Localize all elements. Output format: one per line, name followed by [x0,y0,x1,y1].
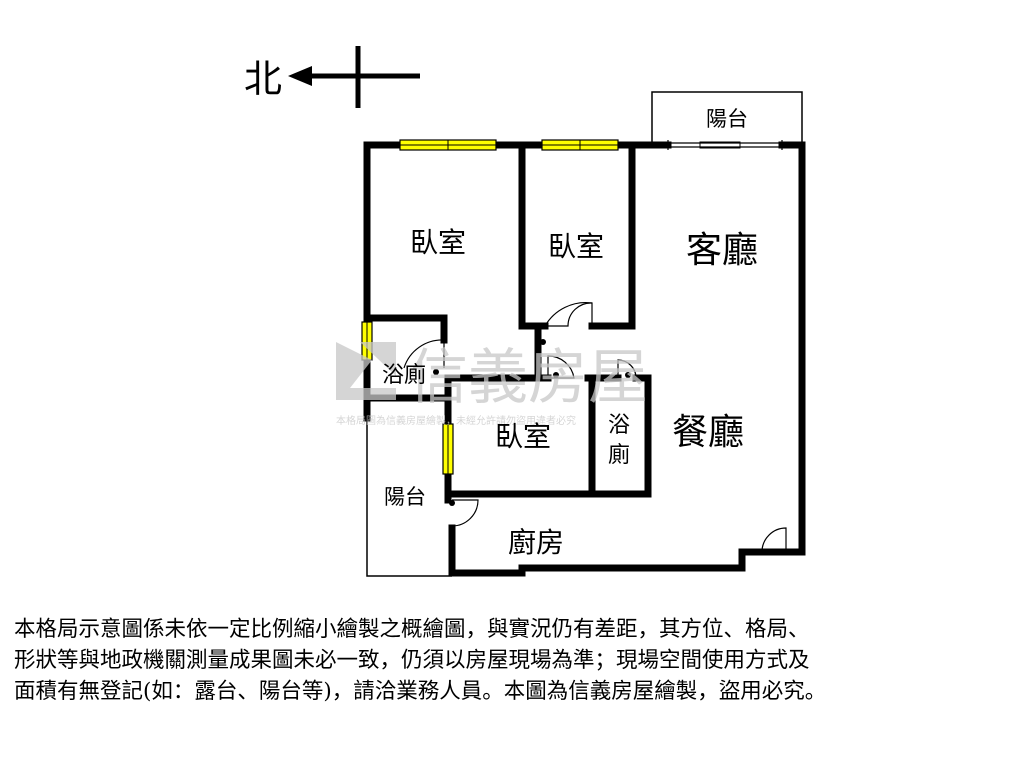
disclaimer-line-1: 本格局示意圖係未依一定比例縮小繪製之概繪圖，與實況仍有差距，其方位、格局、 [14,617,810,642]
watermark-small: 本格局圖為信義房屋繪製，未經允許請勿盜用違者必究 [336,414,576,427]
floor-plan: 北 [244,46,806,577]
south-wall [448,548,806,577]
left-balcony-outline [366,418,452,577]
room-label-bathroom-2-line2: 廁 [608,443,630,468]
watermark-brand: 信義房屋 [408,343,648,413]
room-label-bathroom-1: 浴廁 [382,363,426,388]
top-balcony-outline [651,91,803,145]
north-label: 北 [244,57,282,101]
room-label-bedroom-2: 臥室 [548,230,604,263]
room-label-bedroom-3: 臥室 [495,420,551,453]
door-left-balcony [451,499,479,527]
room-label-living-room: 客廳 [686,230,758,271]
walls [363,141,806,577]
sliding-door-top-balcony [667,140,783,150]
disclaimer-line-2: 形狀等與地政機關測量成果圖未必一致，仍須以房屋現場為準；現場空間使用方式及 [14,648,810,673]
door-bathroom1 [403,339,445,369]
doors [403,301,787,553]
door-knobs [433,339,793,555]
windows [361,139,783,475]
disclaimer-line-3: 面積有無登記(如：露台、陽台等)，請洽業務人員。本圖為信義房屋繪製，盜用必究。 [14,679,827,704]
room-label-dining-room: 餐廳 [672,412,744,453]
door-bathroom2 [617,359,637,379]
door-bedroom3 [547,355,575,379]
north-arrow-icon [288,66,312,86]
room-label-balcony-top: 陽台 [706,107,748,131]
room-label-bedroom-1: 臥室 [410,226,466,259]
north-compass: 北 [244,46,420,108]
balcony-outlines [366,91,803,577]
disclaimer: 本格局示意圖係未依一定比例縮小繪製之概繪圖，與實況仍有差距，其方位、格局、 形狀… [14,614,1014,707]
brand-logo-icon [336,342,396,400]
room-label-balcony-left: 陽台 [384,485,426,509]
watermark: 信義房屋 本格局圖為信義房屋繪製，未經允許請勿盜用違者必究 [336,342,648,427]
room-label-bathroom-2-line1: 浴 [608,413,630,438]
door-entrance [761,527,787,553]
room-label-kitchen: 廚房 [508,526,564,559]
